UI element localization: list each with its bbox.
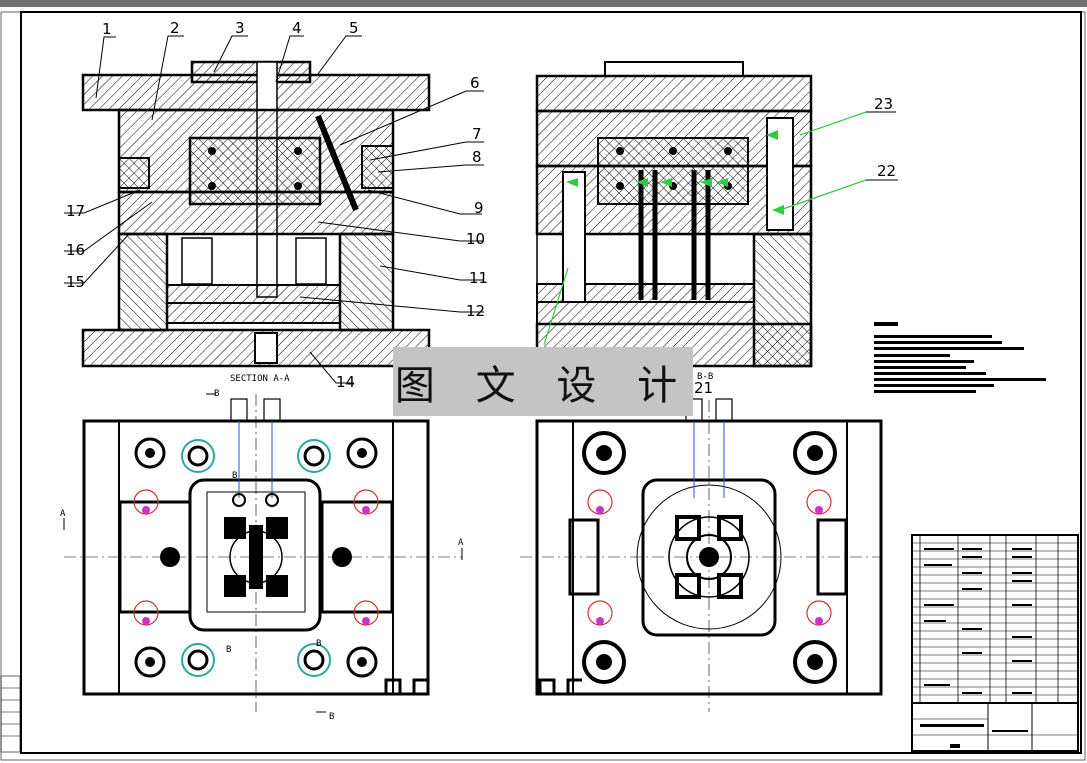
technical-notes-block bbox=[874, 322, 1046, 393]
revision-strip bbox=[0, 675, 21, 753]
watermark-text: 图 文 设 计 bbox=[394, 362, 692, 409]
part-number-22: 22 bbox=[877, 162, 896, 180]
part-number-8: 8 bbox=[472, 148, 482, 166]
part-number-9: 9 bbox=[474, 199, 484, 217]
part-number-17: 17 bbox=[66, 202, 85, 220]
view-marker-b-inner-2: B bbox=[226, 645, 231, 655]
view-marker-a-left: A bbox=[60, 509, 66, 519]
part-number-21: 21 bbox=[694, 379, 713, 397]
outer-frame-line bbox=[0, 11, 1086, 761]
part-number-11: 11 bbox=[469, 269, 488, 287]
part-number-10: 10 bbox=[466, 230, 485, 248]
section-b-b-callouts bbox=[866, 111, 898, 181]
window-top-bar bbox=[0, 0, 1087, 7]
section-a-a-callouts bbox=[64, 35, 484, 384]
section-a-a-view bbox=[81, 60, 431, 368]
plan-view-cavity-side bbox=[63, 393, 463, 713]
view-marker-b-inner-3: B bbox=[316, 639, 321, 649]
section-a-a-part-numbers: 1 2 3 4 5 6 7 8 9 10 11 12 14 15 16 17 S… bbox=[66, 19, 488, 391]
section-b-b-title: B-B bbox=[697, 372, 713, 382]
bill-of-materials-table bbox=[911, 534, 1079, 752]
view-marker-b-inner-1: B bbox=[232, 471, 237, 481]
section-a-a-title: SECTION A-A bbox=[230, 374, 290, 384]
part-number-1: 1 bbox=[102, 20, 112, 38]
bill-of-materials-entries bbox=[920, 548, 1032, 748]
view-marker-b-bottom: B bbox=[329, 712, 334, 722]
part-number-6: 6 bbox=[470, 74, 480, 92]
part-number-15: 15 bbox=[66, 273, 85, 291]
guide-bushings-left bbox=[133, 437, 379, 678]
part-number-2: 2 bbox=[170, 19, 180, 37]
view-marker-b-top: B bbox=[214, 389, 219, 399]
part-number-23: 23 bbox=[874, 95, 893, 113]
view-marker-a-right: A bbox=[458, 538, 464, 548]
part-number-4: 4 bbox=[292, 19, 302, 37]
plan-view-core-side bbox=[520, 398, 883, 712]
section-b-b-view bbox=[535, 61, 867, 368]
part-number-14: 14 bbox=[336, 373, 355, 391]
part-number-16: 16 bbox=[66, 241, 85, 259]
part-number-12: 12 bbox=[466, 302, 485, 320]
part-number-7: 7 bbox=[472, 125, 482, 143]
watermark-banner: 图 文 设 计 bbox=[393, 347, 693, 416]
part-number-3: 3 bbox=[235, 19, 245, 37]
part-number-5: 5 bbox=[349, 19, 359, 37]
